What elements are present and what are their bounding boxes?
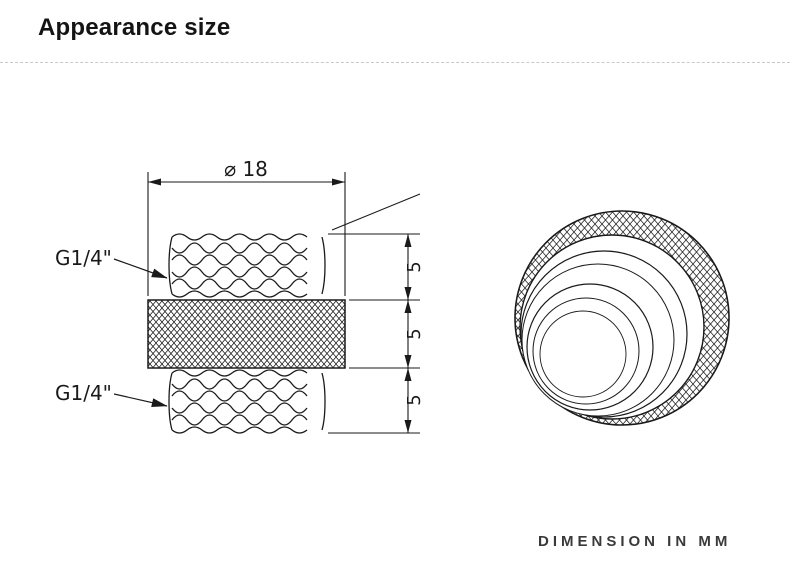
dim-label-bottom: 5	[404, 394, 425, 405]
dimension-unit-note: DIMENSION IN MM	[538, 533, 732, 550]
thread-label-bottom: G1/4"	[55, 381, 112, 405]
height-dimensions: 5 5 5	[328, 193, 425, 434]
section-divider	[0, 62, 790, 63]
thread-label-top: G1/4"	[55, 246, 112, 270]
thread-bottom-right-edge	[321, 372, 326, 431]
iso-face-inner-circle	[539, 310, 627, 398]
leader-line-bottom	[113, 393, 168, 408]
technical-drawing: ⌀ 18	[55, 157, 730, 434]
knurl-rect	[147, 299, 346, 369]
iso-view	[514, 210, 730, 426]
top-diameter-dimension: ⌀ 18	[147, 157, 346, 296]
knurl-band	[147, 299, 346, 369]
page-title: Appearance size	[38, 14, 231, 41]
oblique-extension-line	[331, 193, 421, 231]
male-thread-bottom	[168, 369, 326, 434]
thread-bottom-left-edge	[168, 372, 173, 431]
leader-line-top	[113, 258, 168, 279]
diameter-arrow-left	[148, 178, 161, 186]
diameter-label: ⌀ 18	[224, 157, 268, 181]
male-thread-top	[168, 233, 326, 298]
thread-callouts: G1/4" G1/4"	[55, 246, 168, 408]
thread-top-left-edge	[168, 236, 173, 295]
dim-label-top: 5	[404, 261, 425, 272]
diameter-arrow-right	[332, 178, 345, 186]
thread-top-right-edge	[321, 236, 326, 295]
dim-label-middle: 5	[404, 328, 425, 339]
